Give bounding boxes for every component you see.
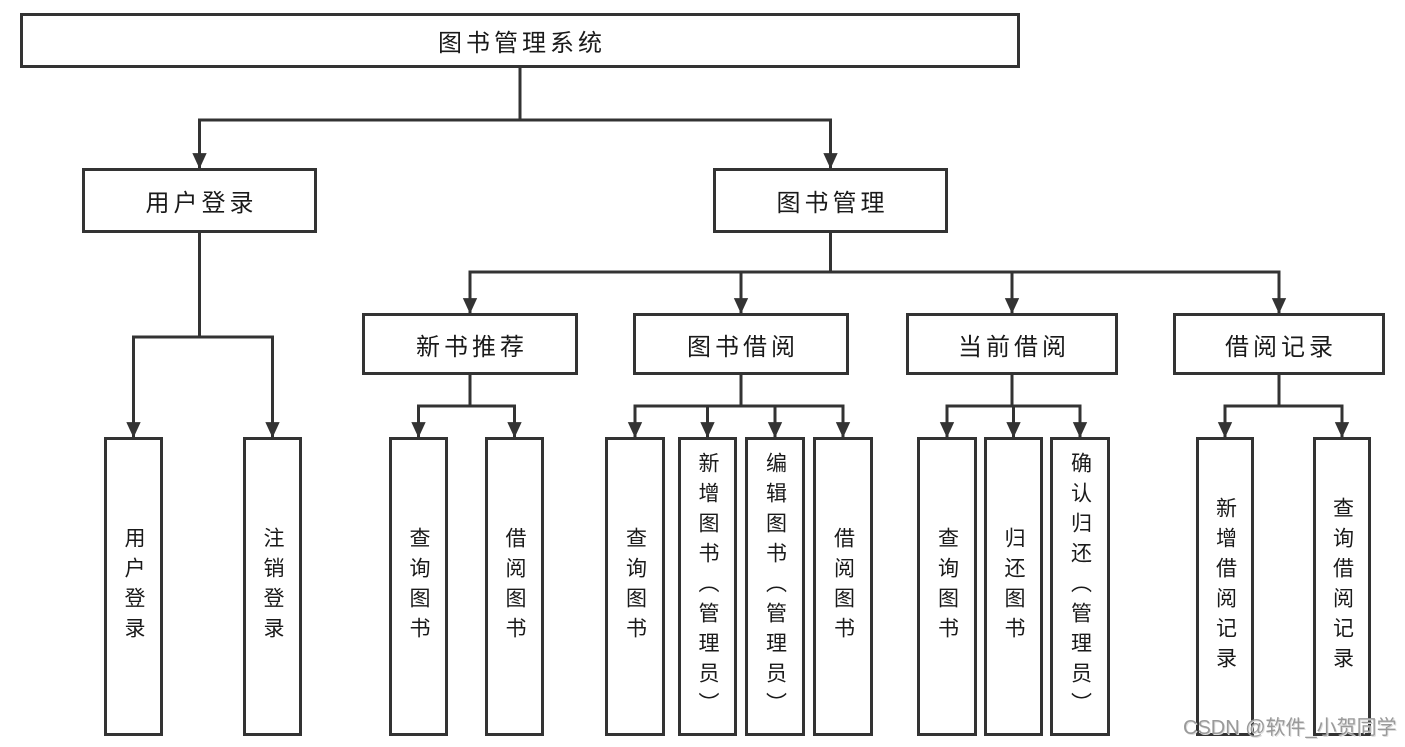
node-book-borrow: 图书借阅 — [633, 313, 849, 375]
node-book-management: 图书管理 — [713, 168, 948, 233]
node-label: 查询图书 — [407, 526, 431, 647]
node-label: 图书管理系统 — [438, 30, 606, 57]
leaf-logout: 注销登录 — [243, 437, 302, 736]
leaf-query-book-recommend: 查询图书 — [389, 437, 448, 736]
node-label: 借阅图书 — [503, 526, 527, 647]
node-label: 新增借阅记录 — [1213, 496, 1237, 677]
node-label: 用户登录 — [122, 526, 146, 647]
leaf-borrow-book-recommend: 借阅图书 — [485, 437, 544, 736]
node-label: 归还图书 — [1002, 526, 1026, 647]
node-label: 借阅记录 — [1225, 333, 1337, 361]
node-label: 确认归还（管理员） — [1068, 451, 1092, 722]
leaf-edit-book-admin: 编辑图书（管理员） — [745, 437, 805, 736]
node-current-borrow: 当前借阅 — [906, 313, 1118, 375]
node-label: 新增图书（管理员） — [696, 451, 720, 722]
node-label: 注销登录 — [261, 526, 285, 647]
leaf-return-book: 归还图书 — [984, 437, 1043, 736]
node-label: 新书推荐 — [416, 333, 528, 361]
leaf-query-borrow-record: 查询借阅记录 — [1313, 437, 1371, 736]
node-user-login: 用户登录 — [82, 168, 317, 233]
node-borrow-records: 借阅记录 — [1173, 313, 1385, 375]
leaf-borrow-book: 借阅图书 — [813, 437, 873, 736]
node-label: 图书管理 — [776, 190, 889, 217]
node-new-book-recommend: 新书推荐 — [362, 313, 578, 375]
node-label: 用户登录 — [145, 190, 258, 217]
leaf-query-book-current: 查询图书 — [917, 437, 977, 736]
leaf-add-borrow-record: 新增借阅记录 — [1196, 437, 1254, 736]
leaf-query-book-borrow: 查询图书 — [605, 437, 665, 736]
node-label: 查询图书 — [935, 526, 959, 647]
leaf-confirm-return-admin: 确认归还（管理员） — [1050, 437, 1110, 736]
leaf-user-login: 用户登录 — [104, 437, 163, 736]
node-label: 查询借阅记录 — [1330, 496, 1354, 677]
node-label: 查询图书 — [623, 526, 647, 647]
node-root: 图书管理系统 — [20, 13, 1020, 68]
leaf-add-book-admin: 新增图书（管理员） — [678, 437, 737, 736]
node-label: 图书借阅 — [687, 333, 799, 361]
node-label: 借阅图书 — [831, 526, 855, 647]
node-label: 当前借阅 — [958, 333, 1070, 361]
node-label: 编辑图书（管理员） — [763, 451, 787, 722]
csdn-watermark: CSDN @软件_小贺同学 — [1183, 717, 1397, 739]
